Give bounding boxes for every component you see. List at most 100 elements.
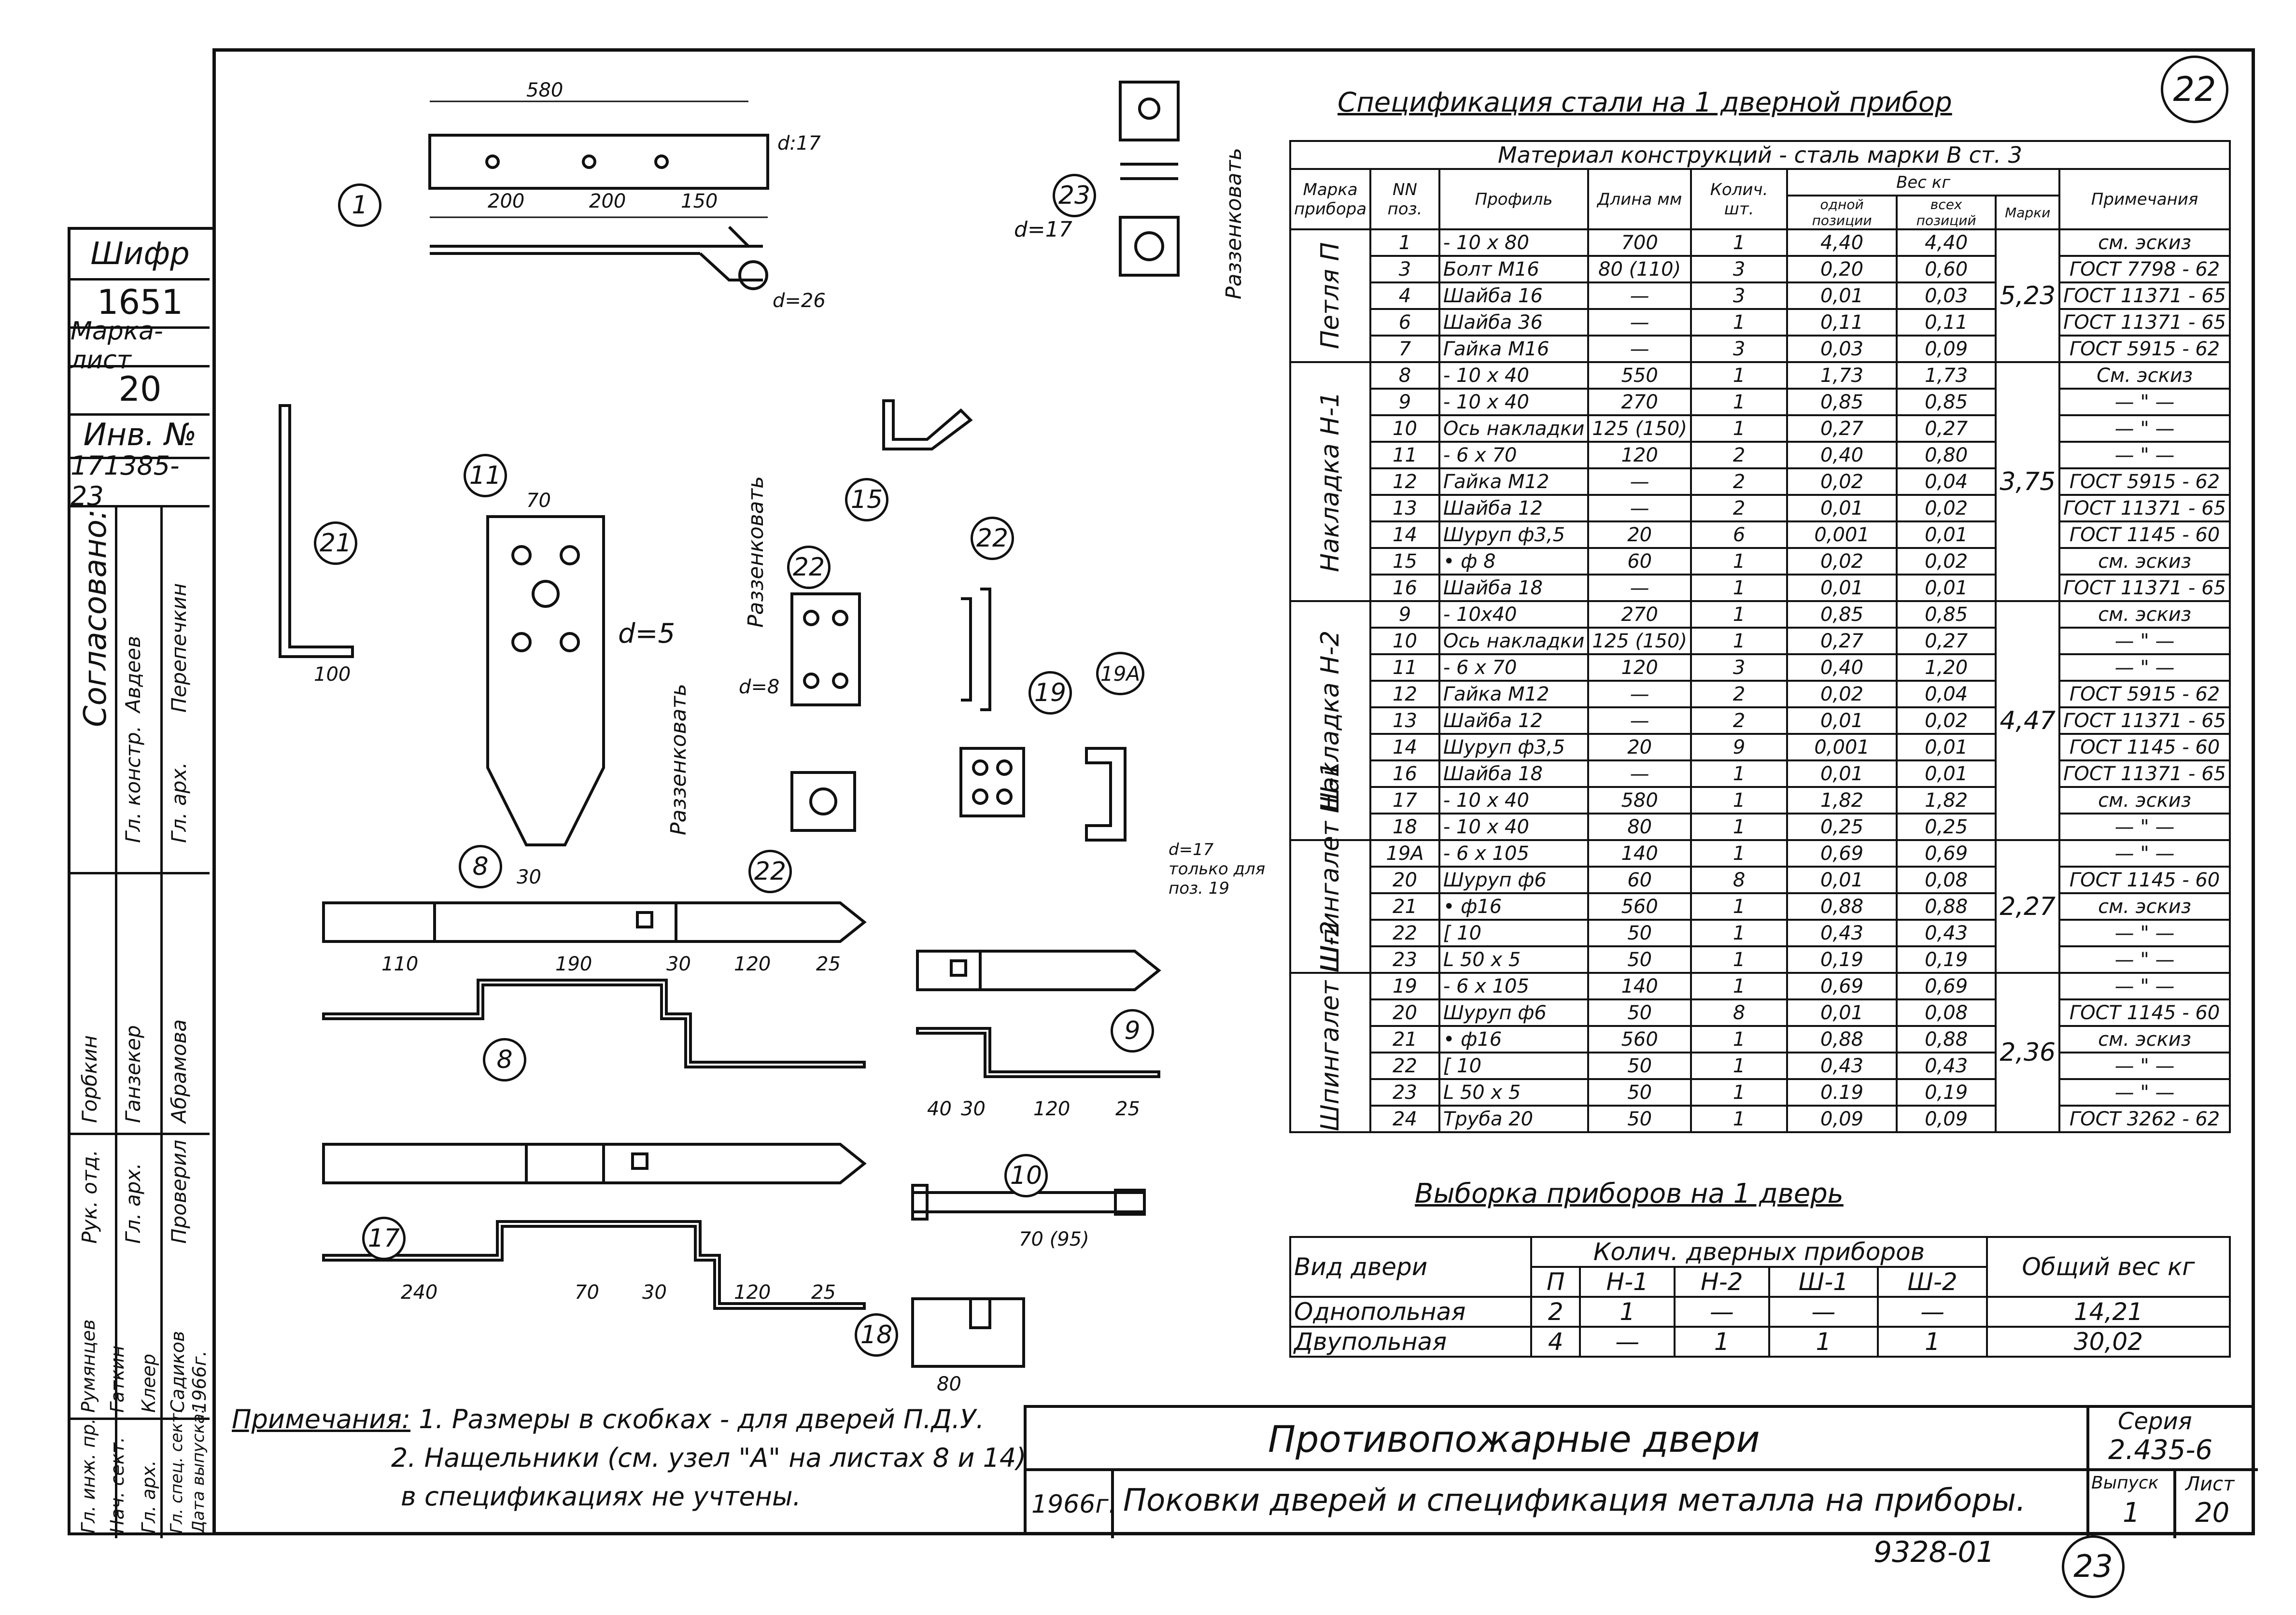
shifr-value: 1651 — [70, 278, 210, 329]
svg-text:25: 25 — [816, 953, 841, 975]
list-value: 20 — [2195, 1497, 2230, 1529]
label-d17-only: d=17 только для поз. 19 — [1169, 840, 1266, 898]
spec-cell-profile: L 50 x 5 — [1438, 945, 1590, 974]
spec-header-qty: Колич. шт. — [1690, 168, 1789, 230]
spec-cell-qty: 1 — [1690, 627, 1789, 655]
spec-cell-profile: L 50 x 5 — [1438, 1078, 1590, 1107]
spec-cell-w_one: 0,43 — [1786, 1052, 1898, 1080]
bottom-name-5: 1966г. — [189, 1350, 210, 1413]
spec-cell-notes: — " — — [2058, 919, 2231, 947]
series-value: 2.435-6 — [2108, 1434, 2213, 1466]
spec-cell-w_one: 0,25 — [1786, 813, 1898, 841]
list-label: Лист — [2185, 1473, 2235, 1495]
svg-text:100: 100 — [314, 663, 351, 686]
bottom-circle: 23 — [2062, 1535, 2125, 1598]
spec-cell-pos: 10 — [1369, 627, 1440, 655]
spec-cell-pos: 22 — [1369, 1052, 1440, 1080]
part-tag-9: 9 — [1111, 1009, 1154, 1053]
spec-cell-pos: 17 — [1369, 786, 1440, 815]
spec-cell-qty: 3 — [1690, 335, 1789, 363]
spec-cell-notes: — " — — [2058, 653, 2231, 682]
selection-total: 14,21 — [1986, 1296, 2231, 1328]
spec-cell-pos: 7 — [1369, 335, 1440, 363]
spec-cell-pos: 6 — [1369, 308, 1440, 337]
spec-cell-notes: см. эскиз — [2058, 228, 2231, 257]
spec-group-total: 4,47 — [1995, 600, 2061, 841]
spec-cell-notes: См. эскиз — [2058, 361, 2231, 390]
spec-group-name: Шпингалет Ш-2 — [1290, 921, 1371, 1132]
spec-cell-length: — — [1587, 308, 1692, 337]
spec-cell-pos: 4 — [1369, 281, 1440, 310]
spec-cell-qty: 1 — [1690, 308, 1789, 337]
label-d8: d=8 — [739, 676, 780, 698]
title-block: Противопожарные двери 1966г. Поковки две… — [1024, 1405, 2258, 1538]
spec-cell-profile: Гайка М12 — [1438, 467, 1590, 496]
spec-cell-length: 120 — [1587, 441, 1692, 469]
svg-text:25: 25 — [811, 1281, 836, 1304]
spec-cell-notes: см. эскиз — [2058, 892, 2231, 921]
spec-cell-w_one: 0,01 — [1786, 281, 1898, 310]
selection-header-door: Вид двери — [1289, 1236, 1533, 1298]
spec-cell-w_one: 0,02 — [1786, 680, 1898, 708]
part-tag-17: 17 — [362, 1217, 406, 1260]
spec-cell-pos: 8 — [1369, 361, 1440, 390]
spec-cell-length: 270 — [1587, 600, 1692, 629]
spec-cell-length: 50 — [1587, 1052, 1692, 1080]
spec-cell-w_all: 0,85 — [1895, 600, 1997, 629]
spec-cell-pos: 3 — [1369, 255, 1440, 283]
spec-cell-qty: 1 — [1690, 574, 1789, 602]
part-tag-11: 11 — [464, 454, 507, 497]
spec-cell-length: — — [1587, 467, 1692, 496]
part-tag-22a: 22 — [787, 546, 831, 589]
spec-cell-w_all: 0,69 — [1895, 972, 1997, 1000]
spec-cell-w_one: 0,40 — [1786, 441, 1898, 469]
selection-door: Двупольная — [1289, 1326, 1533, 1358]
series-label: Серия — [2118, 1408, 2192, 1435]
spec-cell-w_all: 0,27 — [1895, 627, 1997, 655]
spec-cell-qty: 3 — [1690, 281, 1789, 310]
spec-cell-qty: 1 — [1690, 972, 1789, 1000]
selection-val: — — [1877, 1296, 1988, 1328]
svg-text:200: 200 — [488, 190, 524, 212]
spec-cell-length: 60 — [1587, 866, 1692, 894]
spec-cell-length: 50 — [1587, 919, 1692, 947]
selection-val: — — [1579, 1326, 1676, 1358]
label-rassenk-3: Раззенковать — [744, 476, 768, 628]
spec-cell-profile: Шайба 18 — [1438, 574, 1590, 602]
spec-cell-notes: ГОСТ 7798 - 62 — [2058, 255, 2231, 283]
spec-cell-notes: ГОСТ 1145 - 60 — [2058, 998, 2231, 1027]
spec-cell-notes: — " — — [2058, 414, 2231, 443]
spec-cell-qty: 3 — [1690, 255, 1789, 283]
spec-cell-pos: 14 — [1369, 733, 1440, 761]
spec-cell-w_one: 0,43 — [1786, 919, 1898, 947]
selection-val: — — [1674, 1296, 1770, 1328]
spec-cell-length: 20 — [1587, 733, 1692, 761]
svg-text:120: 120 — [734, 1281, 771, 1304]
spec-cell-w_all: 0,09 — [1895, 335, 1997, 363]
bottom-role-2: Нач. сект. — [107, 1437, 128, 1533]
spec-cell-length: 120 — [1587, 653, 1692, 682]
spec-cell-w_one: 0,88 — [1786, 892, 1898, 921]
spec-cell-length: — — [1587, 759, 1692, 788]
sogl-label: Согласовано: — [78, 509, 113, 727]
spec-cell-length: — — [1587, 494, 1692, 522]
role-4: Гл. арх. — [121, 1163, 145, 1244]
spec-cell-w_all: 0,60 — [1895, 255, 1997, 283]
spec-cell-length: 700 — [1587, 228, 1692, 257]
spec-cell-length: 270 — [1587, 388, 1692, 416]
label-rassenk-1: Раззенковать — [1222, 147, 1246, 299]
spec-cell-length: 560 — [1587, 892, 1692, 921]
spec-cell-pos: 18 — [1369, 813, 1440, 841]
spec-cell-notes: — " — — [2058, 1052, 2231, 1080]
part-tag-1: 1 — [338, 183, 381, 227]
spec-cell-qty: 1 — [1690, 228, 1789, 257]
spec-cell-length: 50 — [1587, 945, 1692, 974]
